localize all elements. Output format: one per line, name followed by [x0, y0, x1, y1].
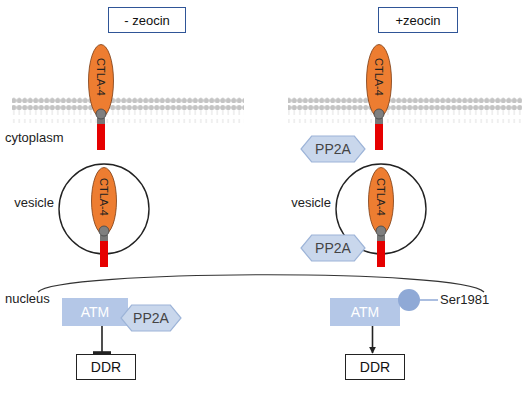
- hexagon-shape: [121, 305, 181, 331]
- node-label: ATM: [62, 298, 128, 326]
- node-label: DDR: [77, 355, 135, 379]
- cell-membrane: [12, 97, 244, 123]
- inhibition-connector: [101, 326, 103, 353]
- membrane-anchor: [99, 226, 109, 236]
- nuclear-envelope: [38, 275, 484, 292]
- compartment-label: Ser1981: [440, 292, 489, 307]
- kinase-box: ATM: [62, 298, 128, 326]
- phosphatase-hexagon: PP2A: [300, 135, 366, 163]
- process-box: DDR: [76, 354, 136, 380]
- receptor-ellipse: [92, 168, 117, 235]
- membrane-anchor: [96, 109, 106, 119]
- node-label: CTLA-4: [368, 167, 394, 227]
- node-label: CTLA-4: [88, 44, 114, 110]
- receptor-ellipse: [367, 45, 392, 118]
- membrane-anchor: [376, 226, 386, 236]
- node-label: DDR: [346, 355, 404, 379]
- condition-box: - zeocin: [108, 7, 186, 33]
- activation-arrow: [372, 326, 374, 353]
- process-box: DDR: [345, 354, 405, 380]
- cytoplasmic-tail: [377, 241, 385, 267]
- phospho-group: [398, 289, 420, 311]
- compartment-label: cytoplasm: [5, 130, 64, 145]
- node-label: vesicle: [291, 195, 331, 210]
- node-label: PP2A: [300, 135, 366, 163]
- receptor-ellipse: [369, 168, 394, 235]
- vesicle-membrane: [59, 164, 149, 254]
- node-label: PP2A: [300, 234, 366, 262]
- node-label: CTLA-4: [366, 44, 392, 110]
- node-label: +zeocin: [379, 8, 457, 32]
- cytoplasmic-tail: [375, 124, 383, 150]
- edge-group: [102, 326, 373, 353]
- receptor-protein: CTLA-4: [366, 44, 392, 118]
- phosphatase-hexagon: PP2A: [120, 304, 182, 332]
- cytoplasmic-tail: [100, 241, 108, 267]
- node-label: PP2A: [120, 304, 182, 332]
- cytoplasmic-tail: [97, 124, 105, 150]
- kinase-box: ATM: [330, 298, 400, 326]
- cell-membrane: [288, 97, 522, 123]
- receptor-protein: CTLA-4: [91, 167, 117, 235]
- compartment-label: nucleus: [5, 291, 50, 306]
- receptor-protein: CTLA-4: [368, 167, 394, 235]
- node-label: ATM: [330, 298, 400, 326]
- membrane-anchor: [374, 109, 384, 119]
- node-label: - zeocin: [109, 8, 185, 32]
- receptor-protein: CTLA-4: [88, 44, 114, 118]
- hexagon-shape: [301, 136, 365, 162]
- vesicle-circle: vesicleCTLA-4: [58, 163, 150, 255]
- node-label: CTLA-4: [91, 167, 117, 227]
- node-label: vesicle: [14, 195, 54, 210]
- receptor-ellipse: [89, 45, 114, 118]
- condition-box: +zeocin: [378, 7, 458, 33]
- leader-line: [420, 299, 438, 301]
- hexagon-shape: [301, 235, 365, 261]
- phosphatase-hexagon: PP2A: [300, 234, 366, 262]
